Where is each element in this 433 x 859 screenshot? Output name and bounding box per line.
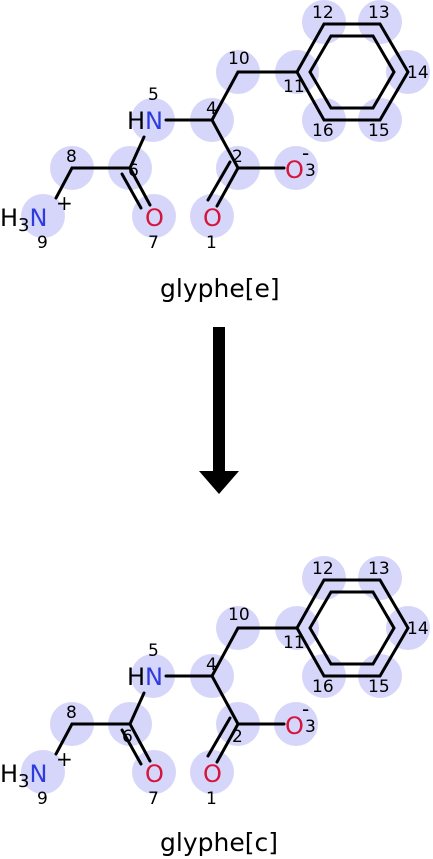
index-2: 2 (232, 727, 243, 747)
index-9: 9 (37, 233, 48, 253)
index-13: 13 (368, 3, 390, 23)
index-11: 11 (283, 633, 305, 653)
reactant-name: glyphe[e] (160, 274, 280, 303)
index-15: 15 (368, 121, 390, 141)
h3-label: H3N (0, 760, 47, 792)
index-8: 8 (66, 147, 77, 167)
index-3: 3 (305, 717, 316, 737)
negative-charge: - (302, 697, 309, 721)
positive-charge: + (56, 191, 73, 215)
index-15: 15 (368, 677, 390, 697)
negative-charge: - (302, 141, 309, 165)
index-9: 9 (37, 789, 48, 809)
index-16: 16 (312, 677, 334, 697)
atom-labels: H3N + HN O O O - (0, 107, 309, 236)
product-name: glyphe[c] (160, 828, 278, 857)
oxygen-3-label: O (285, 156, 304, 184)
atom-highlights (21, 556, 430, 794)
index-7: 7 (148, 789, 159, 809)
oxygen-7-label: O (145, 204, 164, 232)
index-5: 5 (148, 85, 159, 105)
oxygen-3-label: O (285, 712, 304, 740)
bonds (54, 22, 410, 210)
oxygen-7-label: O (145, 760, 164, 788)
index-4: 4 (206, 655, 217, 675)
index-3: 3 (305, 161, 316, 181)
index-7: 7 (148, 233, 159, 253)
index-12: 12 (312, 3, 334, 23)
reactant-molecule: H3N + HN O O O - 1 2 3 4 5 6 7 8 9 10 11… (0, 0, 430, 303)
index-11: 11 (283, 77, 305, 97)
index-10: 10 (228, 49, 250, 69)
h3-label: H3N (0, 204, 47, 236)
index-1: 1 (206, 233, 217, 253)
nh-label: HN (127, 663, 163, 691)
index-6: 6 (128, 161, 139, 181)
index-14: 14 (407, 63, 429, 83)
oxygen-1-label: O (203, 204, 222, 232)
index-8: 8 (66, 703, 77, 723)
index-1: 1 (206, 789, 217, 809)
index-12: 12 (312, 559, 334, 579)
index-5: 5 (148, 641, 159, 661)
index-16: 16 (312, 121, 334, 141)
atom-labels: H3N + HN O O O - (0, 663, 309, 792)
product-molecule: H3N + HN O O O - 1 2 3 4 5 6 7 8 9 10 11… (0, 556, 430, 857)
oxygen-1-label: O (203, 760, 222, 788)
nh-label: HN (127, 107, 163, 135)
index-13: 13 (368, 559, 390, 579)
atom-indices: 1 2 3 4 5 6 7 8 9 10 11 12 13 14 15 16 (37, 559, 429, 809)
positive-charge: + (56, 747, 73, 771)
bonds (54, 578, 410, 766)
index-2: 2 (232, 147, 243, 167)
index-10: 10 (228, 605, 250, 625)
index-14: 14 (407, 619, 429, 639)
atom-indices: 1 2 3 4 5 6 7 8 9 10 11 12 13 14 15 16 (37, 3, 429, 253)
index-4: 4 (206, 99, 217, 119)
index-6: 6 (122, 727, 133, 747)
reaction-arrow (199, 327, 239, 494)
